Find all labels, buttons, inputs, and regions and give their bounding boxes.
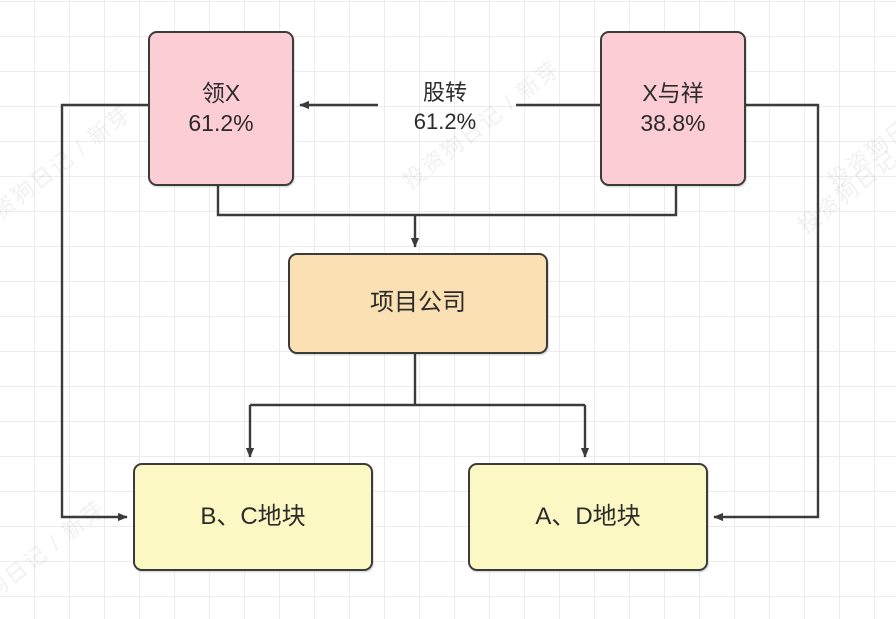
edge-label-equity-transfer: 股转 61.2% xyxy=(380,74,510,142)
edge-label-equity-transfer-line1: 股转 xyxy=(422,80,467,106)
node-ling-x-percent: 61.2% xyxy=(188,109,254,136)
node-ling-x[interactable]: 领X 61.2% xyxy=(148,31,294,186)
edge-ling-x-to-plot-bc xyxy=(60,103,148,522)
node-x-yu-xiang-title: X与祥 xyxy=(642,80,704,107)
node-x-yu-xiang[interactable]: X与祥 38.8% xyxy=(600,31,746,186)
node-project-company[interactable]: 项目公司 xyxy=(288,253,548,354)
node-project-company-title: 项目公司 xyxy=(370,289,466,317)
node-plot-bc-title: B、C地块 xyxy=(200,502,306,530)
node-plot-ad-title: A、D地块 xyxy=(535,502,641,530)
edge-x-yu-xiang-to-bus xyxy=(415,186,678,217)
edge-ling-x-to-bus xyxy=(216,186,415,217)
node-plot-ad[interactable]: A、D地块 xyxy=(468,463,708,571)
edge-label-equity-transfer-line2: 61.2% xyxy=(413,109,477,134)
node-x-yu-xiang-percent: 38.8% xyxy=(640,109,706,136)
node-ling-x-title: 领X xyxy=(201,80,241,107)
edge-x-yu-xiang-to-plot-ad xyxy=(713,103,820,522)
node-plot-bc[interactable]: B、C地块 xyxy=(133,463,373,571)
